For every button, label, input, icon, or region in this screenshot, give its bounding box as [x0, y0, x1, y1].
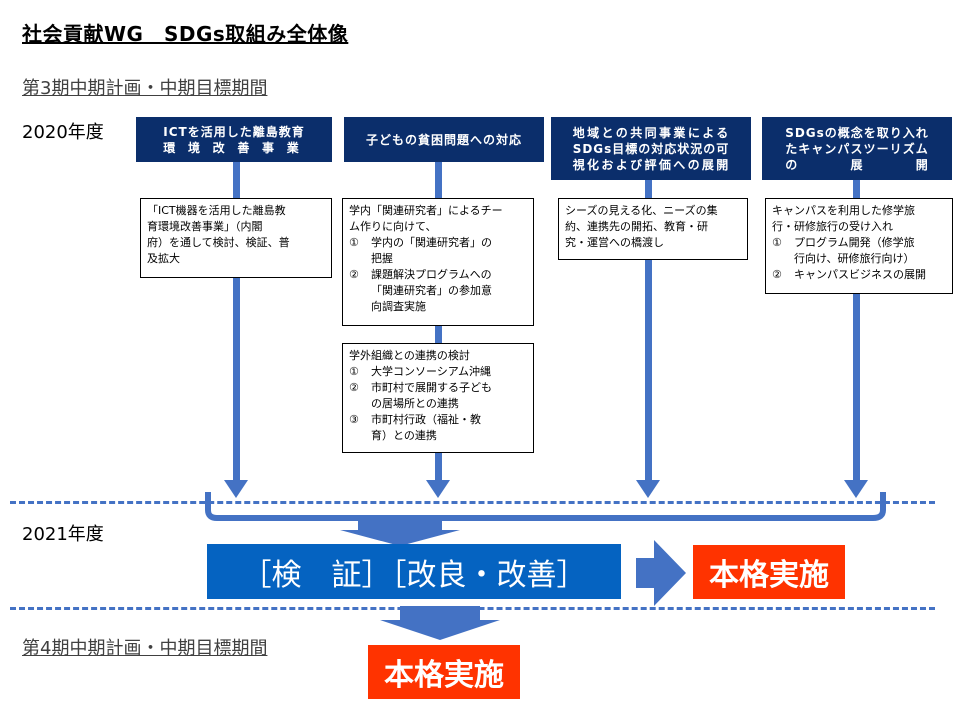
full-implementation-badge: 本格実施 [693, 545, 845, 599]
item-number: ① [349, 365, 359, 378]
column-header-ict: ICTを活用した離島教育環境改善事業 [136, 117, 332, 162]
regional-description-box: シーズの見える化、ニーズの集 約、連携先の開拓、教育・研 究・運営への橋渡し [558, 198, 748, 260]
item-number: ② [772, 268, 782, 281]
item-number: ③ [349, 413, 359, 426]
column-header-poverty: 子どもの貧困問題への対応 [344, 117, 544, 162]
item-number: ② [349, 381, 359, 394]
item-number: ① [349, 236, 359, 249]
period-label-top: 第3期中期計画・中期目標期間 [22, 78, 268, 99]
merge-bracket [205, 492, 886, 521]
arrow-right-icon [636, 540, 686, 606]
arrow-down-icon [426, 480, 450, 498]
arrow-down-icon [636, 480, 660, 498]
period-divider-top [10, 501, 935, 504]
arrow-down-icon [844, 480, 868, 498]
year-label-2020: 2020年度 [22, 122, 104, 143]
arrow-down-icon [380, 606, 500, 640]
period-label-bottom: 第4期中期計画・中期目標期間 [22, 638, 268, 659]
flow-line-4 [853, 180, 860, 480]
item-number: ① [772, 236, 782, 249]
page-title: 社会貢献WG SDGs取組み全体像 [22, 22, 349, 46]
flow-line-3 [645, 180, 652, 480]
column-header-tourism: SDGsの概念を取り入れたキャンパスツーリズムの 展 開 [762, 117, 952, 180]
year-label-2021: 2021年度 [22, 524, 104, 545]
ict-description-box: 「ICT機器を活用した離島教 育環境改善事業」（内閣 府）を通して検討、検証、普… [140, 198, 332, 278]
full-implementation-badge-bottom: 本格実施 [368, 645, 520, 699]
arrow-down-icon [224, 480, 248, 498]
arrow-down-icon [340, 518, 460, 546]
flow-line-1 [233, 162, 240, 480]
verify-improve-banner: ［検 証］［改良・改善］ [207, 544, 621, 599]
item-number: ② [349, 268, 359, 281]
